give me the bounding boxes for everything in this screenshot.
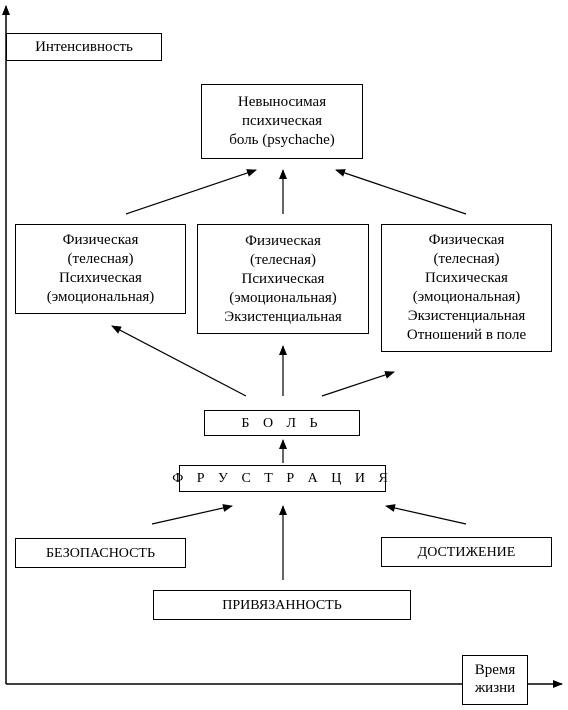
pain-type-left-line: (эмоциональная) [46, 289, 155, 305]
x-axis-label-line2: жизни [474, 680, 516, 696]
pain-box: Б О Л Ь [204, 410, 360, 436]
pain-type-right-line: (эмоциональная) [412, 289, 521, 305]
arrow-achievement-to-frustration [385, 504, 467, 525]
pain-type-right-line: Экзистенциальная [407, 308, 526, 324]
arrow-left-to-top [125, 169, 257, 215]
attachment-box: ПРИВЯЗАННОСТЬ [153, 590, 411, 620]
pain-label: Б О Л Ь [241, 415, 323, 431]
y-axis-label: Интенсивность [6, 33, 162, 61]
pain-type-left-line: Физическая [62, 232, 139, 248]
pain-type-center-line: Физическая [245, 232, 321, 249]
pain-type-center-line: (телесная) [250, 251, 316, 268]
pain-type-right-line: Физическая [428, 232, 505, 248]
pain-type-center-line: Экзистенциальная [224, 308, 342, 325]
pain-type-box-left: Физическая (телесная) Психическая (эмоци… [15, 224, 186, 314]
x-axis-label-line1: Время [474, 662, 516, 678]
top-line-3: боль (psychache) [229, 132, 335, 148]
arrow-pain-to-left [111, 325, 247, 397]
pain-type-left-line: (телесная) [67, 251, 134, 267]
pain-type-box-right: Физическая (телесная) Психическая (эмоци… [381, 224, 552, 352]
top-line-2: психическая [241, 113, 323, 129]
achievement-label: ДОСТИЖЕНИЕ [417, 544, 516, 560]
arrow-safety-to-frustration [151, 504, 233, 525]
frustration-label: Ф Р У С Т Р А Ц И Я [172, 471, 393, 486]
pain-type-right-line: (телесная) [433, 251, 500, 267]
pain-type-box-center: Физическая (телесная) Психическая (эмоци… [197, 224, 369, 334]
achievement-box: ДОСТИЖЕНИЕ [381, 537, 552, 567]
y-axis-label-text: Интенсивность [35, 39, 133, 55]
pain-type-center-line: (эмоциональная) [229, 289, 337, 306]
pain-type-right-line: Отношений в поле [406, 327, 527, 343]
safety-box: БЕЗОПАСНОСТЬ [15, 538, 186, 568]
unbearable-pain-box: Невыносимая психическая боль (psychache) [201, 84, 363, 159]
safety-label: БЕЗОПАСНОСТЬ [45, 545, 156, 561]
attachment-label: ПРИВЯЗАННОСТЬ [222, 597, 342, 613]
arrow-pain-to-right [321, 371, 395, 397]
pain-type-right-line: Психическая [425, 270, 508, 286]
x-axis-label: Время жизни [462, 655, 528, 705]
frustration-box: Ф Р У С Т Р А Ц И Я [172, 465, 388, 492]
pain-type-left-line: Психическая [59, 270, 142, 286]
arrow-right-to-top [335, 169, 467, 215]
pain-type-center-line: Психическая [241, 270, 325, 287]
top-line-1: Невыносимая [237, 94, 327, 110]
